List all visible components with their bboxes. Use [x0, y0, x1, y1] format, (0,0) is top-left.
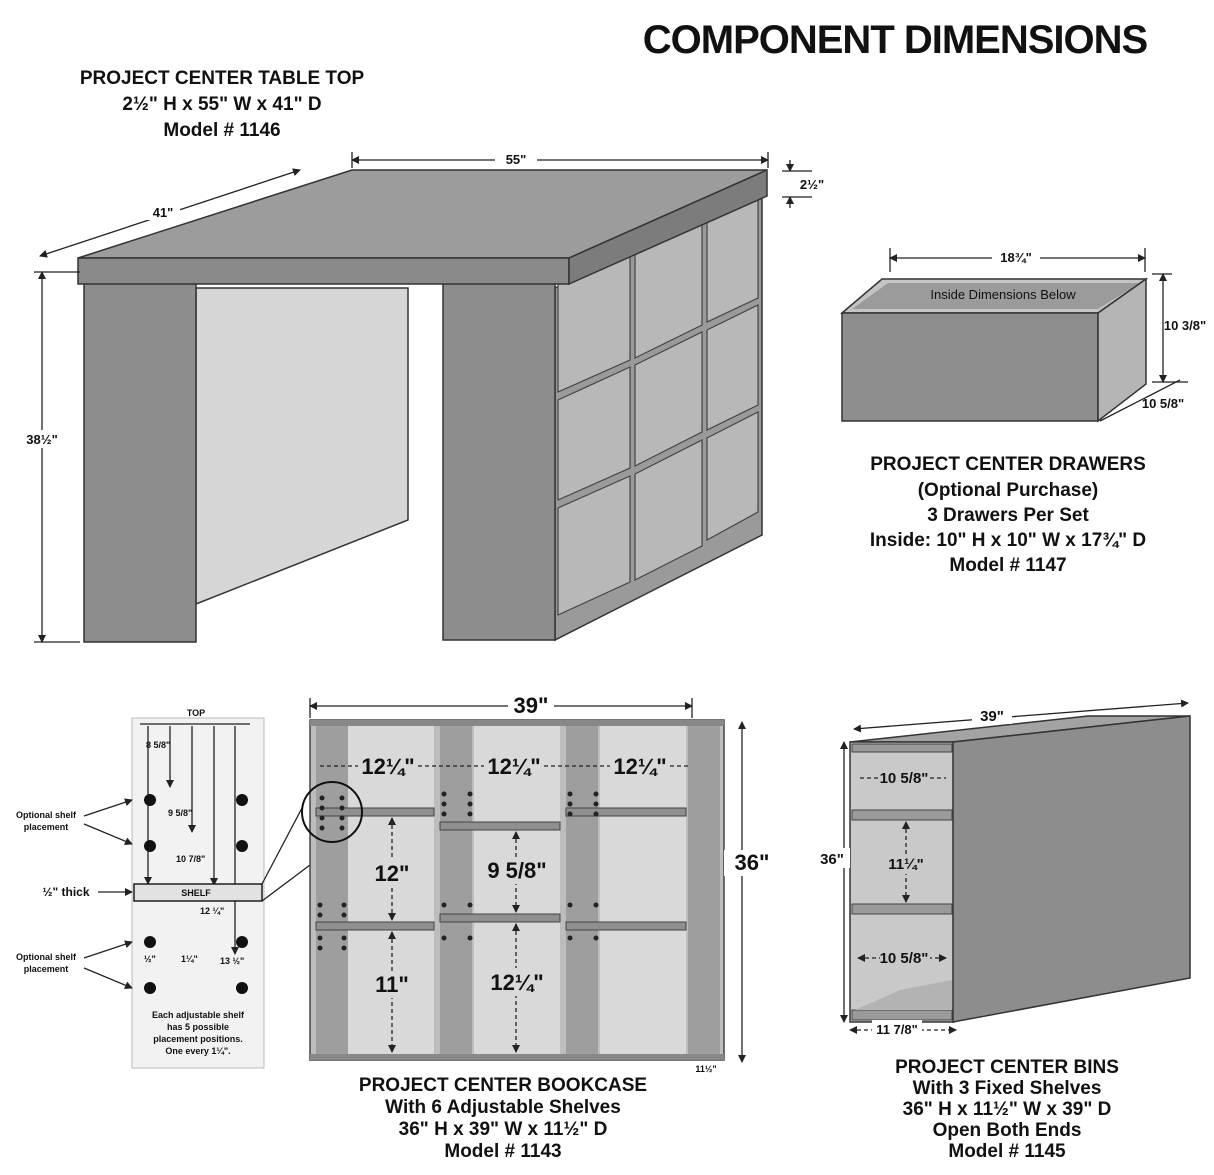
bookcase-shelf-height-11: 11": [375, 972, 409, 997]
table-top-side-edge: [568, 168, 768, 286]
shelf-dim-6: 1¼": [181, 954, 198, 964]
bins-bottom-shelf-label: 10 5/8": [880, 950, 929, 967]
shelf-dim-5: 13 ½": [220, 956, 244, 966]
table-cube-openings: [557, 172, 759, 616]
bins-side: [952, 715, 1191, 1023]
bins-width-dimension-line: [853, 699, 1189, 733]
bins-top-shelf-label: 10 5/8": [880, 770, 929, 787]
page-title: COMPONENT DIMENSIONS: [643, 18, 1148, 62]
drawer-inside-label: Inside Dimensions Below: [930, 287, 1076, 302]
drawer-group: Inside Dimensions Below 18¾" 10 3/8" 10 …: [839, 248, 1206, 576]
bins-caption-line-1: PROJECT CENTER BINS: [895, 1057, 1119, 1078]
drawer-height-label: 10 3/8": [1164, 318, 1206, 333]
bookcase-depth-small-label: 11½": [695, 1064, 716, 1074]
drawer-side: [1097, 277, 1147, 423]
shelf-dim-4: 12 ¼": [200, 906, 224, 916]
shelf-pin-holes: [144, 794, 248, 994]
drawer-caption-line-2: (Optional Purchase): [918, 480, 1099, 501]
shelf-dim-7: ½": [144, 954, 156, 964]
shelf-note-2: has 5 possible: [167, 1022, 229, 1032]
bookcase-caption-line-1: PROJECT CENTER BOOKCASE: [359, 1075, 647, 1096]
shelf-note-1: Each adjustable shelf: [152, 1010, 245, 1020]
optional-placement-top-2: placement: [24, 822, 69, 832]
drawer-caption-line-4: Inside: 10" H x 10" W x 17¾" D: [870, 530, 1146, 551]
bookcase-col-width-3: 12¼": [613, 754, 666, 779]
shelf-note-4: One every 1¼".: [165, 1046, 230, 1056]
table-caption-line-1: PROJECT CENTER TABLE TOP: [80, 68, 365, 89]
bookcase-group: 39" 12¼" 12¼" 12¼" 12" 11" 9 5/8" 12¼" 3…: [301, 693, 772, 1162]
table-thickness-label: 2½": [800, 177, 824, 192]
optional-placement-top-1: Optional shelf: [16, 810, 77, 820]
bookcase-caption-line-2: With 6 Adjustable Shelves: [385, 1097, 621, 1118]
shelf-bar: [133, 883, 263, 902]
shelf-dim-1: 8 5/8": [146, 740, 170, 750]
optional-placement-bottom-1: Optional shelf: [16, 952, 77, 962]
drawer-caption-line-1: PROJECT CENTER DRAWERS: [870, 454, 1146, 475]
bins-group: 39" 36" 10 5/8" 11¼" 10 5/8" 11 7/8" PRO…: [814, 699, 1191, 1162]
bins-caption-line-3: 36" H x 11½" W x 39" D: [903, 1099, 1112, 1120]
table-left-leg-side: [195, 287, 409, 606]
bookcase-shelf-height-9: 9 5/8": [487, 858, 546, 883]
drawer-width-label: 18¾": [1000, 250, 1031, 265]
shelf-note-3: placement positions.: [153, 1034, 243, 1044]
bins-mid-shelf-label: 11¼": [888, 856, 923, 873]
table-caption-line-3: Model # 1146: [163, 120, 280, 141]
table-cube-unit-front: [442, 281, 556, 641]
drawer-caption-line-3: 3 Drawers Per Set: [927, 505, 1089, 526]
bins-caption-line-2: With 3 Fixed Shelves: [913, 1078, 1102, 1099]
bookcase-height-label: 36": [735, 850, 770, 875]
bookcase-shelf-height-12: 12": [375, 861, 410, 886]
bookcase-width-label: 39": [514, 693, 549, 718]
table-caption-line-2: 2½" H x 55" W x 41" D: [122, 94, 321, 115]
drawer-front: [841, 312, 1099, 422]
shelf-detail-group: TOP 8 5/8" 9 5/8" 10 7/8" 12 ¼" 13 ½" 1¼…: [16, 708, 339, 1069]
bookcase-zoom-circle: [301, 781, 363, 843]
shelf-dim-3: 10 7/8": [176, 854, 205, 864]
bins-caption-line-4: Open Both Ends: [933, 1120, 1082, 1141]
bins-height-label: 36": [820, 851, 844, 868]
table-group: PROJECT CENTER TABLE TOP 2½" H x 55" W x…: [20, 68, 824, 643]
bookcase-col-width-1: 12¼": [361, 754, 414, 779]
table-depth-label: 41": [153, 205, 174, 220]
bookcase-shelf-height-12q: 12¼": [490, 970, 543, 995]
bookcase-col-width-2: 12¼": [487, 754, 540, 779]
table-top-front-edge: [77, 257, 570, 285]
bookcase-caption-line-4: Model # 1143: [444, 1141, 561, 1162]
optional-placement-bottom-2: placement: [24, 964, 69, 974]
shelf-label: SHELF: [181, 888, 211, 898]
drawer-caption-line-5: Model # 1147: [949, 555, 1066, 576]
shelf-dim-2: 9 5/8": [168, 808, 192, 818]
table-left-leg-front: [83, 281, 197, 643]
bookcase-caption-line-3: 36" H x 39" W x 11½" D: [399, 1119, 608, 1140]
table-width-label: 55": [506, 152, 527, 167]
shelf-detail-top-label: TOP: [187, 708, 205, 718]
bins-width-label: 39": [980, 708, 1004, 725]
bins-depth-label: 11 7/8": [876, 1022, 918, 1037]
drawer-depth-label: 10 5/8": [1142, 396, 1184, 411]
bins-front-opening: [849, 741, 955, 1023]
table-height-label: 38½": [26, 432, 57, 447]
bookcase-pin-holes: [317, 791, 599, 951]
shelf-thickness-label: ½" thick: [42, 885, 89, 899]
bins-caption-line-5: Model # 1145: [948, 1141, 1066, 1162]
